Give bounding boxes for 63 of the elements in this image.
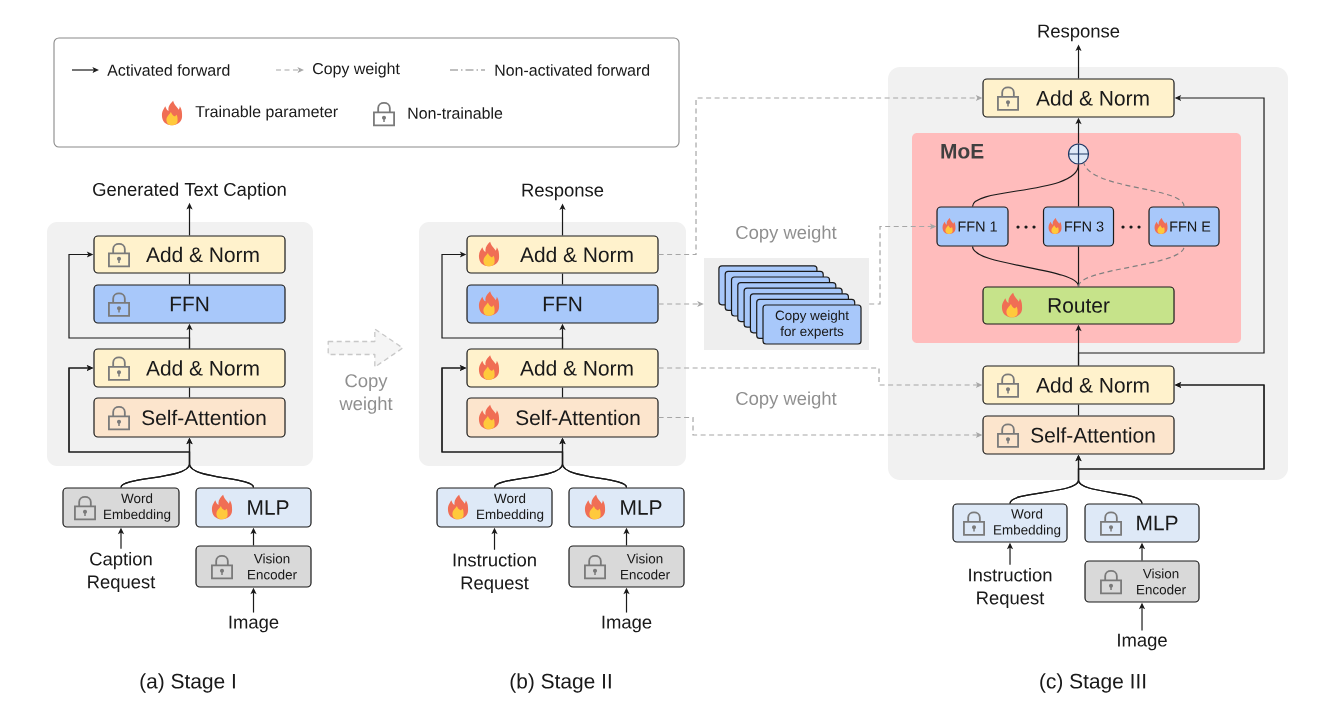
connector-line bbox=[1077, 404, 1080, 416]
arrow bbox=[68, 251, 191, 349]
subfigure-caption: (b) Stage II bbox=[510, 673, 611, 693]
sum-circle bbox=[1067, 143, 1090, 165]
text-label: Generated Text Caption bbox=[93, 182, 286, 200]
dashed-connector-line bbox=[1077, 246, 1185, 287]
layer-box: Add & Norm bbox=[982, 365, 1175, 405]
arrow bbox=[441, 251, 564, 349]
text-label: Response bbox=[1038, 24, 1120, 42]
layer-box: Add & Norm bbox=[466, 348, 659, 388]
connector-line bbox=[188, 387, 191, 398]
connector-line bbox=[561, 273, 564, 285]
arrow bbox=[441, 364, 628, 488]
layer-box: Add & Norm bbox=[93, 348, 286, 388]
connector-line bbox=[971, 246, 1080, 287]
legend-text: Activated forward bbox=[107, 64, 230, 76]
legend-text: Trainable parameter bbox=[195, 105, 338, 121]
layer-box: FFN bbox=[93, 284, 286, 324]
embedding-box: Word Embedding bbox=[436, 487, 553, 528]
layer-box: Self-Attention bbox=[466, 397, 659, 438]
layer-box: FFN bbox=[466, 284, 659, 324]
layer-box: Self-Attention bbox=[982, 415, 1175, 455]
node-label: Copy weight for experts bbox=[775, 310, 849, 339]
block-arrow bbox=[327, 328, 404, 368]
connector-line bbox=[1077, 164, 1080, 207]
text-label: Instruction Request bbox=[453, 552, 536, 594]
annotation-text: Copy weight bbox=[736, 225, 837, 243]
layer-box: Add & Norm bbox=[93, 235, 286, 274]
legend-text: Non-activated forward bbox=[495, 64, 650, 76]
expert-box: FFN 1 bbox=[936, 206, 1009, 247]
embedding-box: Word Embedding bbox=[62, 487, 180, 528]
embedding-box: Word Embedding bbox=[952, 503, 1068, 543]
text-label: Image bbox=[1118, 633, 1167, 651]
text-label: Image bbox=[229, 615, 279, 633]
subfigure-caption: (a) Stage I bbox=[140, 673, 235, 693]
legend-text: Copy weight bbox=[313, 62, 400, 78]
connector-line bbox=[971, 164, 1080, 207]
card-stack: Copy weight for experts bbox=[718, 265, 862, 345]
annotation-text: Copy weight bbox=[736, 391, 837, 409]
expert-box: FFN 3 bbox=[1042, 206, 1115, 247]
router-box: Router bbox=[982, 286, 1175, 325]
layer-box: Add & Norm bbox=[982, 78, 1175, 118]
dashed-connector-line bbox=[1083, 162, 1185, 207]
encoder-box: Vision Encoder bbox=[1084, 560, 1200, 603]
legend-text: Non-trainable bbox=[408, 107, 503, 119]
text-label: Response bbox=[522, 183, 604, 201]
connector-line bbox=[561, 387, 564, 398]
layer-box: MLP bbox=[568, 487, 685, 528]
layer-box: MLP bbox=[195, 487, 312, 528]
expert-box: FFN E bbox=[1148, 206, 1220, 247]
layer-box: Add & Norm bbox=[466, 235, 659, 274]
encoder-box: Vision Encoder bbox=[195, 545, 312, 588]
encoder-box: Vision Encoder bbox=[568, 545, 685, 588]
layer-box: Self-Attention bbox=[93, 397, 286, 438]
connector-line bbox=[1077, 246, 1080, 287]
text-label: Instruction Request bbox=[969, 567, 1052, 609]
connector-line bbox=[188, 273, 191, 285]
arrow bbox=[68, 364, 255, 488]
layer-box: MLP bbox=[1084, 503, 1200, 543]
edge-label: Copy weight bbox=[339, 374, 393, 414]
text-label: Image bbox=[602, 615, 652, 633]
text-label: Caption Request bbox=[88, 551, 156, 593]
subfigure-caption: (c) Stage III bbox=[1040, 673, 1146, 693]
